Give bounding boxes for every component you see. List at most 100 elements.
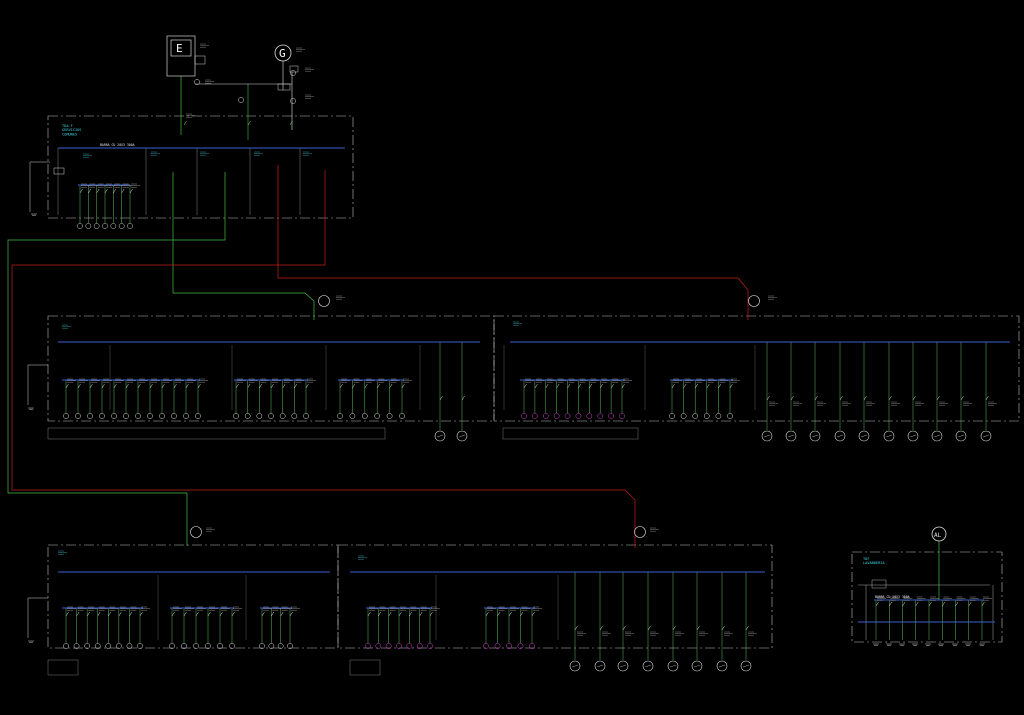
load-icon [84, 643, 90, 649]
load-icon [290, 98, 296, 104]
breaker-icon [863, 395, 867, 401]
busbars [58, 147, 1010, 623]
load-icon [169, 643, 175, 649]
meter-box [871, 579, 887, 589]
load-icon [385, 643, 392, 649]
breaker-icon [888, 395, 892, 401]
motor-icon [860, 434, 868, 438]
breaker-icon [622, 625, 626, 631]
breaker-icon [294, 383, 298, 389]
load-icon [564, 413, 571, 419]
breaker-icon [79, 188, 83, 194]
breaker-icon [305, 383, 309, 389]
breaker-icon [429, 611, 433, 617]
breaker-icon [378, 611, 382, 617]
load-icon [171, 413, 177, 419]
load-icon [365, 643, 371, 649]
breaker-icon [531, 611, 535, 617]
load-icon [597, 413, 604, 419]
load-icon [73, 643, 80, 649]
load-icon [483, 643, 489, 649]
breaker-icon [672, 625, 676, 631]
load-icon [361, 413, 368, 419]
breaker-icon [88, 188, 92, 194]
breaker-icon [461, 395, 465, 401]
motor-icon [809, 430, 821, 442]
breaker-icon [339, 383, 343, 389]
load-icon [575, 413, 582, 419]
tierra-box [349, 659, 381, 676]
motor-icon [434, 430, 446, 442]
generator-icon: G [274, 44, 292, 62]
breaker-icon [419, 611, 423, 617]
load-icon [529, 643, 535, 649]
load-icon [93, 223, 100, 229]
motor-icon [458, 434, 466, 438]
load-icon [553, 413, 560, 419]
motor-icon [644, 664, 652, 668]
load-icon [268, 643, 275, 649]
load-icon [118, 223, 125, 229]
motor-icon [787, 434, 795, 438]
load-icon [111, 413, 117, 419]
breaker-icon [694, 383, 698, 389]
breaker-icon [960, 395, 964, 401]
breaker-icon [497, 611, 501, 617]
load-icon [238, 97, 244, 103]
breaker-icon [889, 601, 892, 607]
breaker-icon [589, 383, 593, 389]
load-icon [63, 413, 69, 419]
load-icon [506, 643, 512, 649]
breaker-icon [113, 188, 117, 194]
motor-icon [883, 430, 895, 442]
load-icon [374, 413, 381, 419]
motor-icon [836, 434, 844, 438]
motor-icon [785, 430, 797, 442]
breaker-icon [195, 611, 199, 617]
breaker-icon [915, 601, 919, 607]
motor-icon [763, 434, 771, 438]
motor-icon [761, 430, 773, 442]
breaker-icon [523, 383, 527, 389]
motor-icon [931, 430, 943, 442]
breaker-icon [97, 611, 101, 617]
breaker-icon [207, 611, 211, 617]
meter-box [194, 55, 206, 65]
breaker-icon [261, 611, 265, 617]
load-icon [399, 413, 405, 419]
breaker-icon [936, 395, 940, 401]
breaker-icon [942, 601, 945, 607]
breaker-icon [902, 601, 906, 607]
breaker-icon [985, 395, 989, 401]
load-icon [268, 413, 274, 419]
motor-icon [669, 664, 677, 668]
panel-frame [47, 315, 495, 422]
breaker-icon [231, 611, 235, 617]
transfer-switch-icon: AL [931, 526, 947, 542]
panel-frame [47, 115, 354, 219]
load-icon [102, 223, 108, 229]
breaker-icon [76, 611, 80, 617]
load-icon [205, 643, 211, 649]
transfer-switch-icon [634, 526, 646, 538]
breaker-icon [790, 395, 794, 401]
load-icon [669, 413, 675, 419]
breaker-icon [367, 611, 371, 617]
motor-icon [957, 434, 965, 438]
load-icon [375, 643, 382, 649]
breaker-icon [113, 383, 117, 389]
feeder-wires [7, 61, 994, 660]
motor-icon [980, 430, 992, 442]
feeder-ed1-normal [172, 172, 315, 320]
breaker-icon [247, 383, 251, 389]
panel-frame [851, 551, 1003, 643]
load-icon [303, 413, 309, 419]
breaker-icon [578, 383, 582, 389]
motor-icon [858, 430, 870, 442]
transfer-switch-icon [748, 295, 760, 307]
breaker-icon [508, 611, 512, 617]
panel-frame [47, 544, 339, 649]
load-icon [521, 413, 527, 419]
panel-frames [47, 115, 1020, 676]
